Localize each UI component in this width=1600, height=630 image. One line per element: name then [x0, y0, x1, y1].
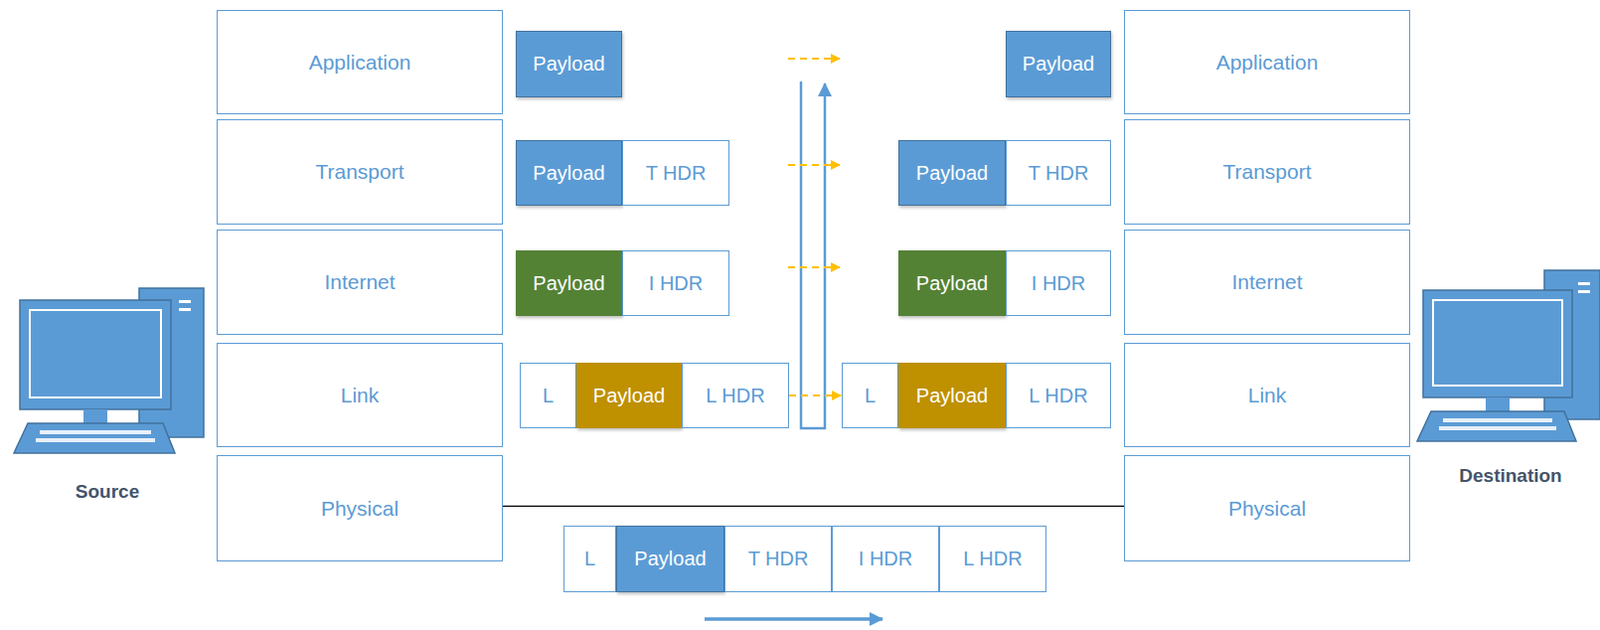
flow-arrow	[823, 83, 827, 94]
payload-cell: Payload	[898, 140, 1006, 206]
header-cell: L HDR	[939, 525, 1047, 593]
direction-arrow	[704, 617, 883, 622]
layer-box: Link	[216, 342, 503, 448]
node-text: Payload	[916, 272, 988, 296]
node-text: T HDR	[1028, 161, 1090, 185]
node-text: T HDR	[748, 547, 809, 571]
node-text: L HDR	[1028, 384, 1088, 408]
payload-cell: Payload	[515, 250, 623, 317]
node-text: Payload	[916, 384, 988, 408]
layer-box: Transport	[1123, 119, 1411, 225]
layer-box: Link	[1123, 342, 1411, 448]
node-text: L	[584, 547, 596, 571]
node-text: Payload	[634, 547, 706, 571]
host-label: Source	[75, 480, 140, 503]
flow-path	[800, 81, 825, 429]
computer-icon	[1417, 270, 1600, 442]
payload-cell: Payload	[515, 30, 623, 98]
node-text: Physical	[320, 496, 399, 521]
peer-arrows	[788, 58, 840, 268]
node-text: I HDR	[648, 272, 703, 296]
node-text: Physical	[1228, 496, 1306, 521]
header-cell: L HDR	[1005, 362, 1112, 429]
header-cell: L	[841, 362, 899, 429]
header-cell: I HDR	[622, 250, 730, 317]
physical-link	[502, 505, 1124, 507]
payload-cell: Payload	[1005, 30, 1112, 98]
node-text: Payload	[1022, 52, 1095, 76]
node-text: Transport	[315, 160, 404, 184]
payload-cell: Payload	[616, 525, 725, 593]
payload-cell: Payload	[898, 250, 1006, 317]
payload-cell: Payload	[576, 362, 682, 429]
header-cell: I HDR	[1005, 250, 1112, 317]
node-text: T HDR	[645, 161, 707, 185]
payload-cell: Payload	[515, 140, 623, 206]
header-cell: T HDR	[622, 140, 730, 206]
node-text: Internet	[1231, 270, 1302, 295]
node-text: Payload	[532, 161, 605, 185]
node-text: Link	[1248, 383, 1287, 408]
node-text: Payload	[916, 161, 988, 185]
layer-box: Transport	[216, 119, 503, 225]
header-cell: L HDR	[681, 362, 790, 429]
host-label: Destination	[1458, 465, 1562, 487]
node-text: Internet	[323, 270, 395, 295]
computer-icon	[13, 288, 204, 454]
node-text: Link	[340, 383, 380, 408]
node-text: Transport	[1222, 160, 1311, 184]
node-text: Application	[309, 50, 412, 75]
header-cell: T HDR	[724, 525, 832, 593]
header-cell: L	[519, 362, 577, 429]
layer-box: Physical	[216, 455, 503, 562]
node-text: L HDR	[962, 547, 1022, 571]
header-cell: L	[563, 525, 617, 593]
header-cell: T HDR	[1005, 140, 1112, 206]
peer-arrow	[789, 394, 841, 397]
node-text: Payload	[532, 272, 605, 296]
node-text: Application	[1216, 50, 1319, 75]
layer-box: Physical	[1123, 455, 1411, 562]
layer-box: Internet	[216, 229, 503, 335]
payload-cell: Payload	[898, 362, 1006, 429]
node-text: L	[864, 384, 876, 408]
node-text: L	[542, 384, 554, 408]
header-cell: I HDR	[831, 525, 940, 593]
node-text: Payload	[593, 384, 665, 408]
node-text: L HDR	[705, 384, 765, 408]
layer-box: Application	[216, 9, 503, 115]
node-text: I HDR	[1031, 272, 1086, 296]
layer-box: Internet	[1123, 229, 1411, 335]
node-text: I HDR	[858, 547, 913, 571]
layer-box: Application	[1123, 9, 1411, 115]
node-text: Payload	[532, 52, 605, 76]
